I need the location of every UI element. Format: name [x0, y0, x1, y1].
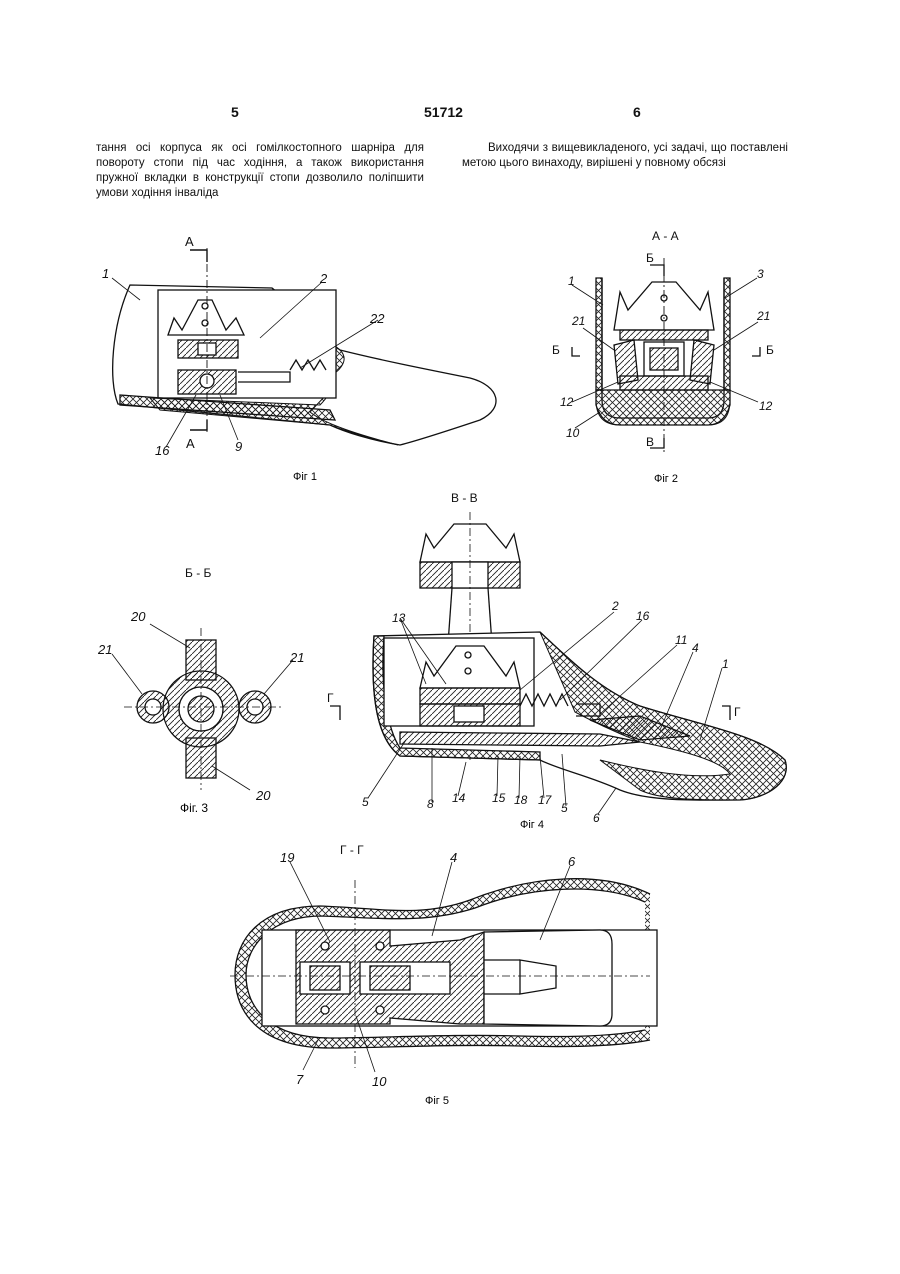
- callout: 21: [571, 314, 585, 328]
- callout: 16: [155, 443, 170, 458]
- callout: 14: [452, 791, 466, 805]
- callout: 5: [561, 801, 568, 815]
- callout: 3: [757, 267, 764, 281]
- section-mark: Б: [646, 251, 654, 265]
- callout: 9: [235, 439, 242, 454]
- figure-caption-3: Фіг. 3: [180, 801, 208, 815]
- callout: 22: [369, 311, 385, 326]
- section-title: А - А: [652, 229, 679, 243]
- callout: 2: [319, 271, 328, 286]
- figure-3: [112, 624, 293, 790]
- figure-4: [330, 512, 786, 814]
- section-mark: А: [185, 234, 194, 249]
- section-mark: Б: [552, 343, 560, 357]
- callout: 4: [450, 850, 457, 865]
- figure-caption-2: Фіг 2: [654, 473, 678, 485]
- section-mark: В: [646, 435, 654, 449]
- callout: 20: [255, 788, 271, 803]
- callout: 21: [756, 309, 770, 323]
- callout: 10: [372, 1074, 387, 1089]
- callout: 13: [392, 611, 406, 625]
- figure-caption-1: Фіг 1: [293, 471, 317, 483]
- figure-caption-4: Фіг 4: [520, 819, 544, 831]
- callout: 21: [97, 642, 112, 657]
- callout: 10: [566, 426, 580, 440]
- callout: 12: [759, 399, 773, 413]
- section-title: Г - Г: [340, 843, 364, 857]
- figure-2: [572, 258, 760, 452]
- callout: 15: [492, 791, 506, 805]
- callout: 1: [102, 266, 109, 281]
- section-title: Б - Б: [185, 566, 212, 580]
- section-title: В - В: [451, 491, 478, 505]
- callout: 21: [289, 650, 304, 665]
- figure-5: [230, 862, 657, 1072]
- section-mark: Б: [766, 343, 774, 357]
- callout: 2: [611, 599, 619, 613]
- callout: 11: [675, 633, 687, 647]
- callout: 6: [593, 811, 600, 825]
- section-mark: Г: [734, 705, 741, 719]
- callout: 12: [560, 395, 574, 409]
- figure-1: [112, 248, 496, 447]
- callout: 17: [538, 793, 553, 807]
- figure-caption-5: Фіг 5: [425, 1095, 449, 1107]
- callout: 5: [362, 795, 369, 809]
- callout: 6: [568, 854, 576, 869]
- section-mark: А: [186, 436, 195, 451]
- callout: 1: [722, 657, 729, 671]
- callout: 16: [636, 609, 650, 623]
- callout: 8: [427, 797, 434, 811]
- section-mark: Г: [327, 691, 334, 705]
- callout: 4: [692, 641, 699, 655]
- callout: 7: [296, 1072, 304, 1087]
- callout: 19: [280, 850, 294, 865]
- callout: 20: [130, 609, 146, 624]
- callout: 18: [514, 793, 528, 807]
- callout: 1: [568, 274, 575, 288]
